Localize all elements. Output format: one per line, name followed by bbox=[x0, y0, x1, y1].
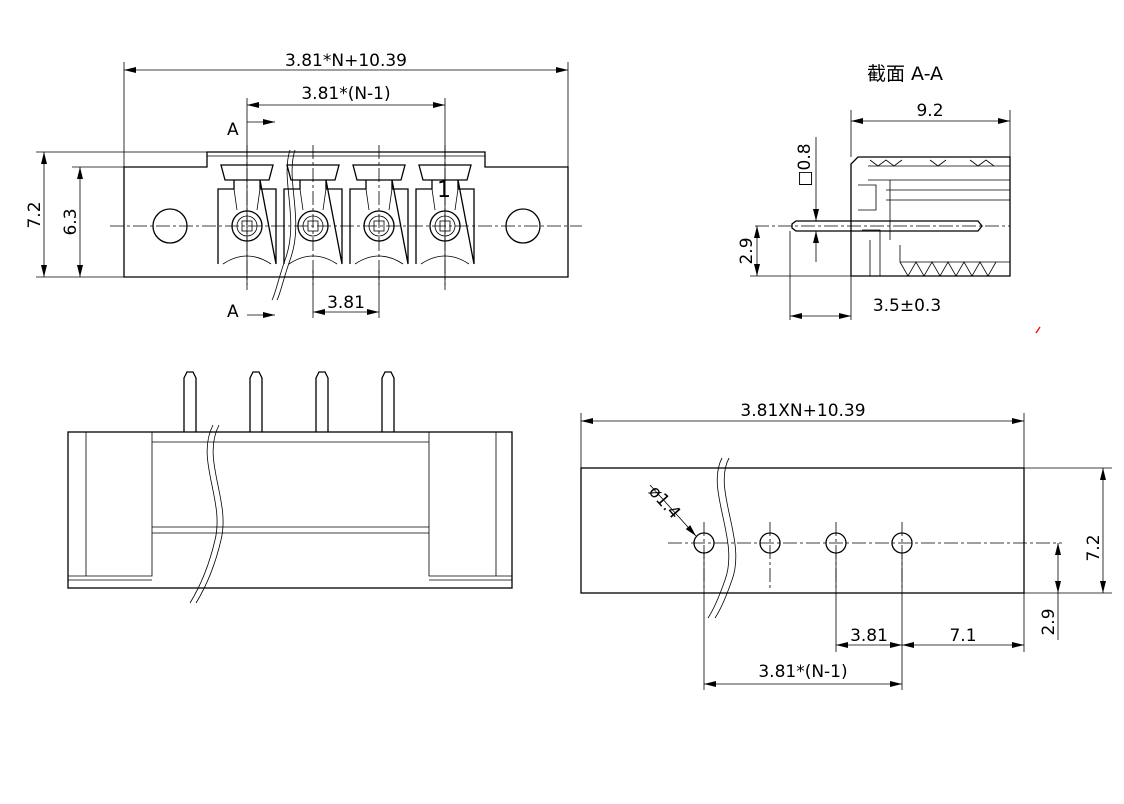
front-view: 3.81*N+10.39 3.81*(N-1) 3.81 A A 1 7.2 6… bbox=[25, 51, 582, 322]
section-title: 截面 A-A bbox=[867, 63, 943, 85]
overall-width-dim: 3.81*N+10.39 bbox=[285, 51, 407, 71]
terminal bbox=[283, 145, 343, 285]
terminal bbox=[349, 145, 409, 285]
depth-dim: 9.2 bbox=[916, 101, 943, 121]
pin-height-dim: 2.9 bbox=[737, 237, 757, 264]
pin bbox=[183, 371, 197, 432]
pin-protrusion-dim: 3.5±0.3 bbox=[873, 296, 941, 316]
footprint-height-dim: 7.2 bbox=[1084, 534, 1104, 561]
pitch-span-dim: 3.81*(N-1) bbox=[301, 84, 390, 104]
pin-size-dim: □0.8 bbox=[795, 143, 815, 186]
mount-hole-left bbox=[152, 208, 188, 244]
footprint-pitch-dim: 3.81 bbox=[850, 626, 888, 646]
red-mark bbox=[1035, 326, 1041, 334]
edge-offset-dim: 7.1 bbox=[949, 626, 976, 646]
pin bbox=[249, 371, 263, 432]
pin-one-label: 1 bbox=[437, 178, 451, 203]
footprint-pitch-span-dim: 3.81*(N-1) bbox=[758, 662, 847, 682]
height-body-dim: 6.3 bbox=[61, 208, 81, 235]
footprint-view: 3.81XN+10.39 ø1.4 7.2 2.9 3.81 7.1 3.81*… bbox=[580, 401, 1112, 690]
height-total-dim: 7.2 bbox=[25, 201, 45, 228]
footprint-width-dim: 3.81XN+10.39 bbox=[740, 401, 865, 421]
hole-diameter-dim: ø1.4 bbox=[644, 482, 684, 523]
section-mark-top: A bbox=[227, 120, 239, 140]
mount-hole-right bbox=[505, 208, 541, 244]
section-mark-bottom: A bbox=[227, 302, 239, 322]
side-view bbox=[67, 371, 513, 604]
pitch-dim: 3.81 bbox=[327, 293, 365, 313]
pin bbox=[381, 371, 395, 432]
hole-offset-dim: 2.9 bbox=[1039, 608, 1059, 635]
pin bbox=[315, 371, 329, 432]
section-view: 截面 A-A 9.2 □0.8 2.9 3.5±0.3 bbox=[737, 63, 1041, 334]
